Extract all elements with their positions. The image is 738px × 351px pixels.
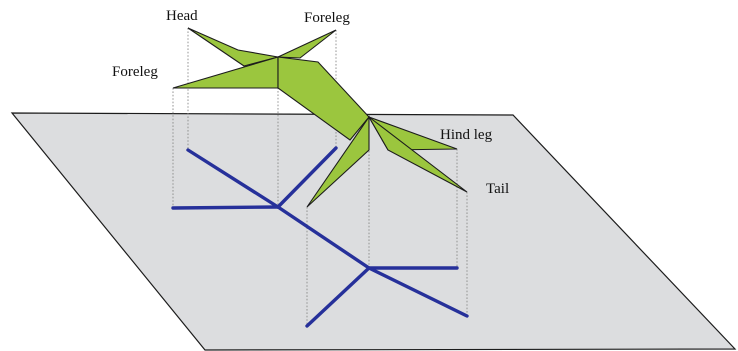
shadow-head-branch (186, 148, 280, 209)
shadow-hind-leg-left-branch (305, 266, 371, 328)
label-foreleg-right: Foreleg (304, 10, 350, 26)
label-foreleg-left: Foreleg (112, 64, 158, 80)
shadow-tail-branch (367, 266, 469, 318)
head-flap (187, 27, 279, 67)
ground-plane (10, 112, 737, 351)
label-head: Head (166, 8, 198, 24)
tail-flap (368, 116, 468, 193)
origami-figure (172, 27, 468, 208)
foreleg-left-flap (172, 56, 279, 89)
shadow-spine (276, 205, 371, 270)
shadow-foreleg-left-branch (171, 205, 280, 210)
foreleg-right-flap (277, 29, 337, 59)
shadow-tree (171, 146, 469, 328)
shadow-foreleg-right-branch (276, 146, 338, 209)
label-hind-leg: Hind leg (440, 127, 493, 143)
label-tail: Tail (486, 181, 509, 197)
